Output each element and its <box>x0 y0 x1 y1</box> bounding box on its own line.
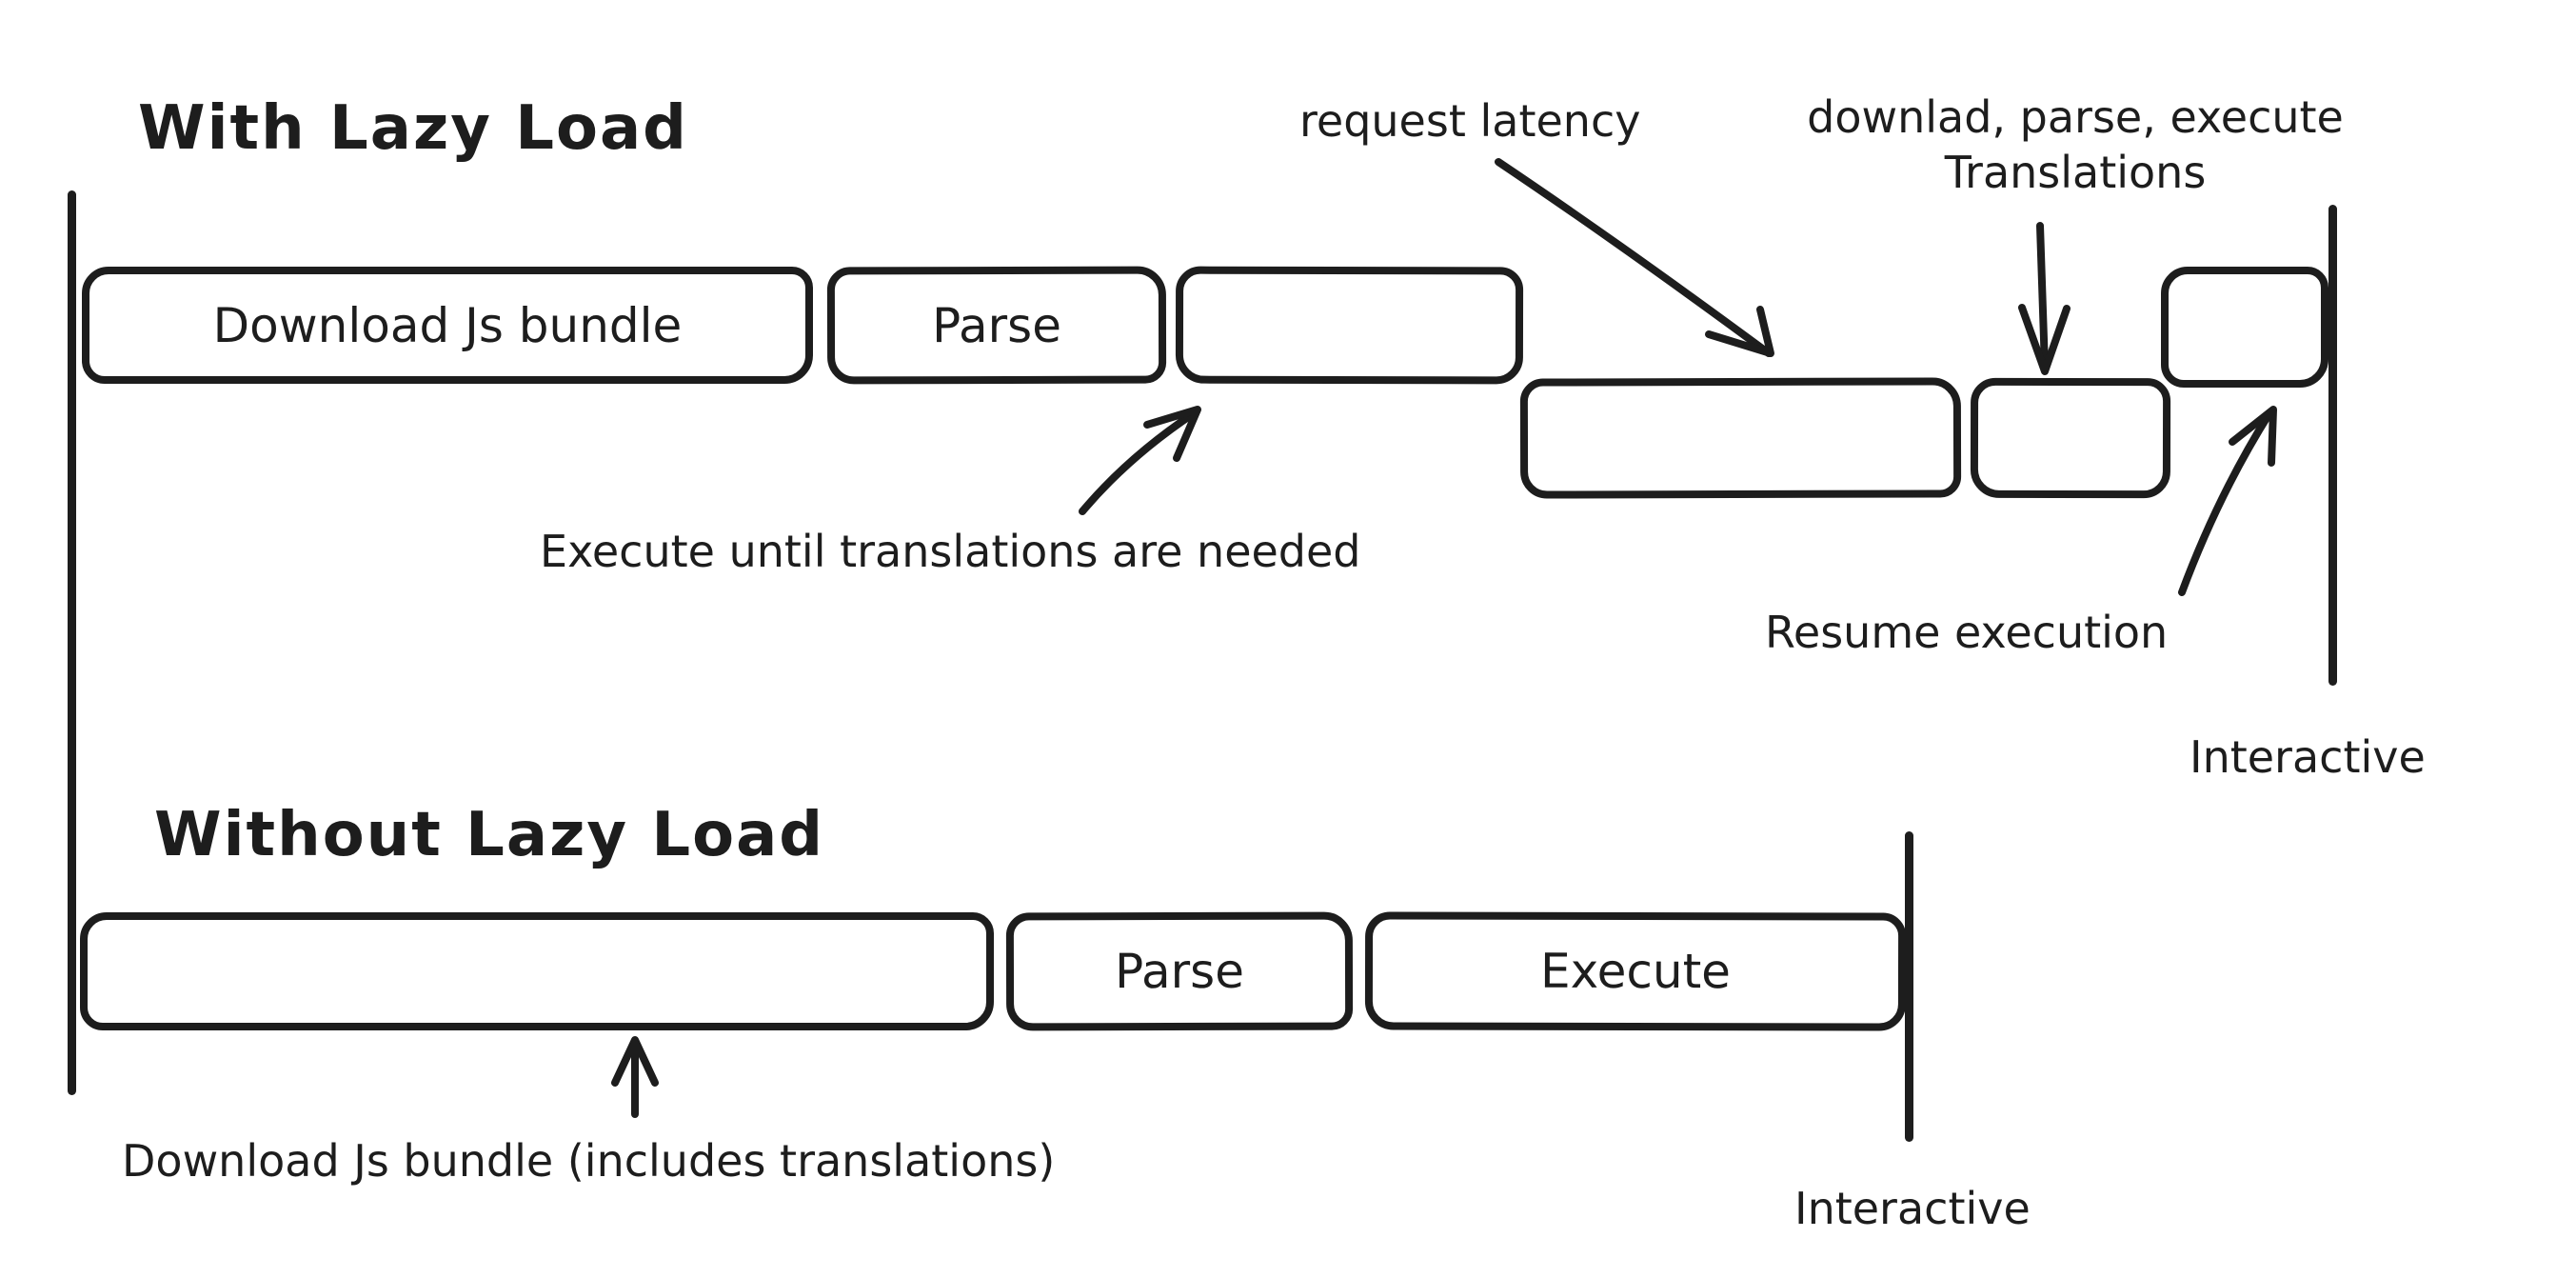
download-parse-execute-translations-label: downlad, parse, execute Translations <box>1761 90 2389 200</box>
request-latency-label: request latency <box>1299 95 1641 147</box>
box-execute-until-translations <box>1175 266 1524 385</box>
box-download-js-bundle: Download Js bundle <box>82 267 813 384</box>
execute-until-arrow <box>1079 406 1201 515</box>
box-parse-bottom: Parse <box>1005 911 1354 1031</box>
without-lazy-load-title: Without Lazy Load <box>154 800 825 870</box>
box-request-latency <box>1519 377 1962 499</box>
execute-until-translations-label: Execute until translations are needed <box>540 526 1361 577</box>
box-execute-bottom-label: Execute <box>1539 943 1732 1000</box>
translations-arrow <box>2018 222 2071 375</box>
download-js-bundle-includes-translations-label: Download Js bundle (includes translation… <box>122 1135 1056 1187</box>
box-parse-top: Parse <box>826 266 1167 385</box>
timeline-start-line <box>68 190 76 1095</box>
box-translations-download-parse-execute <box>1970 377 2171 499</box>
box-resume-execution <box>2161 267 2328 388</box>
box-execute-bottom: Execute <box>1364 911 1907 1031</box>
interactive-label-top: Interactive <box>2190 731 2426 783</box>
box-download-js-bundle-label: Download Js bundle <box>212 297 683 353</box>
download-parse-execute-line1: downlad, parse, execute <box>1807 91 2344 143</box>
download-bundle-arrow <box>611 1036 659 1118</box>
box-download-js-bundle-with-translations <box>80 912 994 1030</box>
interactive-label-bottom: Interactive <box>1794 1183 2031 1234</box>
interactive-marker-line-bottom <box>1905 831 1913 1142</box>
resume-execution-arrow <box>2178 406 2277 596</box>
box-parse-bottom-label: Parse <box>1114 943 1245 1000</box>
resume-execution-label: Resume execution <box>1765 607 2169 658</box>
interactive-marker-line-top <box>2328 205 2337 686</box>
download-parse-execute-line2: Translations <box>1944 146 2207 198</box>
box-parse-top-label: Parse <box>931 297 1062 353</box>
with-lazy-load-title: With Lazy Load <box>138 93 688 164</box>
request-latency-arrow <box>1495 158 1774 357</box>
